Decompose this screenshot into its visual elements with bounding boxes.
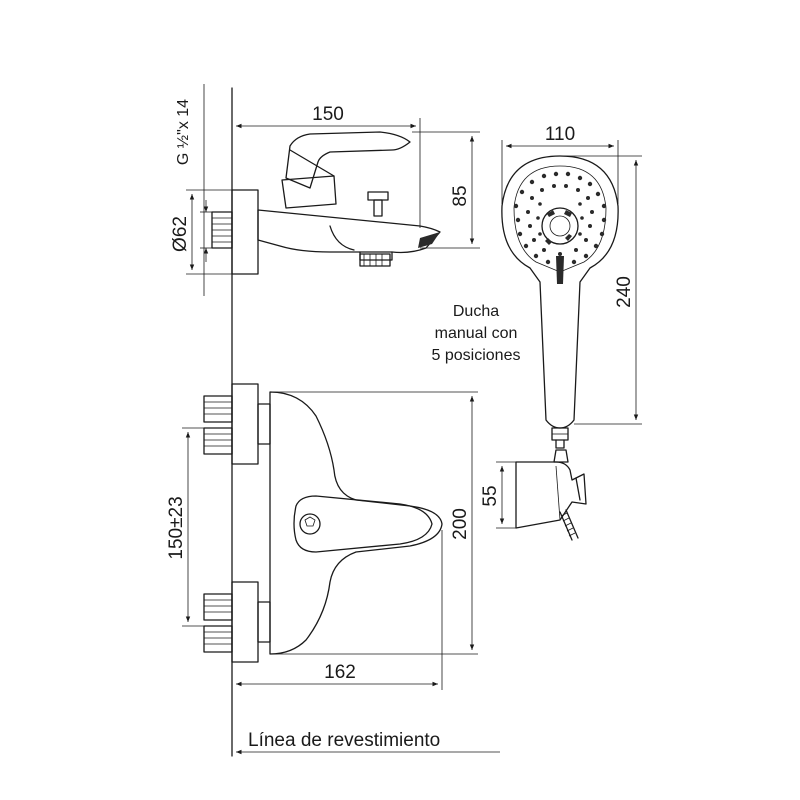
dimension-top-height: 85 xyxy=(412,131,480,249)
shower-hose xyxy=(559,509,579,541)
dimension-top-width: 150 xyxy=(236,104,421,228)
dim-label-240: 240 xyxy=(614,276,635,308)
dimension-thread: G ½"x 14 xyxy=(175,84,212,296)
threaded-connector-top xyxy=(211,211,233,249)
dimension-shower-width: 110 xyxy=(501,124,619,204)
hand-shower xyxy=(501,155,619,449)
dim-label-55: 55 xyxy=(480,485,501,506)
dim-label-thread: G ½"x 14 xyxy=(175,99,192,165)
threaded-connector-upper xyxy=(203,395,233,455)
threaded-connector-lower xyxy=(203,593,233,653)
mixer-front-view xyxy=(203,383,443,663)
dim-label-110: 110 xyxy=(545,124,575,145)
wall-label-text: Línea de revestimiento xyxy=(248,730,440,751)
shower-label-line3: 5 posiciones xyxy=(432,347,521,364)
dimension-connector-diameter: Ø62 xyxy=(170,189,232,275)
shower-label-line1: Ducha xyxy=(453,303,499,320)
dim-label-150-23: 150±23 xyxy=(166,496,187,559)
dimension-front-width: 162 xyxy=(236,530,443,690)
dimension-shower-length: 240 xyxy=(560,155,642,425)
dim-label-162: 162 xyxy=(324,662,356,683)
dim-label-diameter: Ø62 xyxy=(170,216,191,252)
shower-holder xyxy=(515,449,587,541)
dim-label-200: 200 xyxy=(450,508,471,540)
spray-nozzles xyxy=(513,171,607,265)
dimension-holder-height: 55 xyxy=(480,461,516,529)
mixer-side-view xyxy=(211,131,441,275)
dim-label-85: 85 xyxy=(450,185,471,206)
wall-line-label: Línea de revestimiento xyxy=(236,730,500,755)
dimension-front-height: 200 xyxy=(270,391,478,655)
dimension-inlet-spacing: 150±23 xyxy=(166,427,204,627)
dim-label-150: 150 xyxy=(312,104,344,125)
shower-description: Ducha manual con 5 posiciones xyxy=(432,303,521,364)
shower-label-line2: manual con xyxy=(435,325,518,342)
